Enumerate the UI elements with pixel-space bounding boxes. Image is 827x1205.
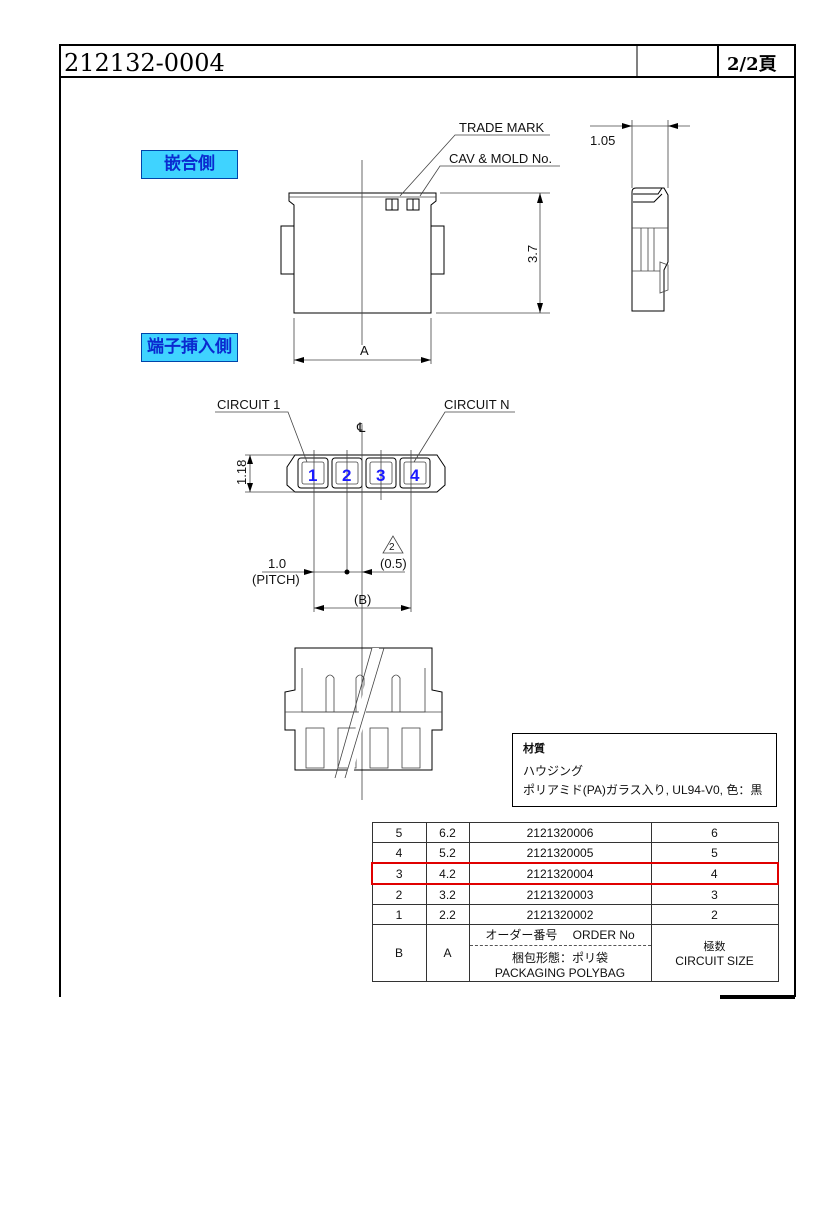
cavity-number-2: 2: [342, 466, 351, 485]
header-b: B: [371, 924, 427, 982]
table-header-row: B A オーダー番号 ORDER No 梱包形態：ポリ袋 PACKAGING P…: [371, 924, 779, 982]
table-row: 2 3.2 2121320003 3: [371, 883, 779, 905]
trade-mark-label: TRADE MARK: [459, 120, 545, 135]
front-view: [280, 134, 560, 364]
header-a: A: [425, 924, 470, 982]
end-view: [215, 411, 515, 800]
cell-order-no: 2121320006: [468, 822, 652, 843]
half-pitch: (0.5): [380, 556, 407, 571]
cell-b: 3: [371, 862, 427, 885]
cav-mold-label: CAV & MOLD No.: [449, 151, 552, 166]
bottom-view: [284, 647, 443, 779]
cell-a: 6.2: [425, 822, 470, 843]
pitch-label: (PITCH): [252, 572, 300, 587]
cell-a: 2.2: [425, 904, 470, 925]
cell-order-no: 2121320004: [468, 862, 652, 885]
dim-height: 3.7: [525, 245, 540, 263]
header-circuits-jp: 極数: [703, 941, 726, 953]
header-order: オーダー番号 ORDER No 梱包形態：ポリ袋 PACKAGING POLYB…: [468, 924, 652, 982]
dim-b: (B): [354, 592, 371, 607]
side-view: [590, 120, 690, 312]
page-number: 2/2頁: [727, 54, 777, 75]
header-packaging-jp: 梱包形態：ポリ袋: [511, 951, 608, 965]
table-row: 4 5.2 2121320005 5: [371, 842, 779, 864]
circuit-n-label: CIRCUIT N: [444, 397, 509, 412]
cell-order-no: 2121320002: [468, 904, 652, 925]
centerline-symbol: ℄: [356, 420, 366, 435]
cavity-number-1: 1: [308, 466, 317, 485]
header-packaging-en: PACKAGING POLYBAG: [494, 966, 626, 980]
cell-circuits: 6: [650, 822, 779, 843]
revision-mark: 2: [389, 542, 395, 553]
cell-order-no: 2121320005: [468, 842, 652, 864]
title-frame: [59, 44, 796, 999]
cell-a: 5.2: [425, 842, 470, 864]
drawing-number: 212132-0004: [64, 49, 225, 77]
material-part: ハウジング: [523, 764, 584, 778]
material-title: 材質: [523, 743, 545, 755]
dim-depth: 1.05: [590, 133, 615, 148]
circuit-1-label: CIRCUIT 1: [217, 397, 280, 412]
dim-1-18: 1.18: [234, 460, 249, 485]
cavity-number-4: 4: [410, 466, 420, 485]
cell-b: 4: [371, 842, 427, 864]
pitch-value: 1.0: [268, 556, 286, 571]
material-box: 材質 ハウジング ポリアミド(PA)ガラス入り, UL94-V0, 色：黒: [512, 733, 777, 807]
cell-b: 2: [371, 883, 427, 905]
table-row: 5 6.2 2121320006 6: [371, 822, 779, 843]
cell-circuits: 3: [650, 883, 779, 905]
header-order-no: オーダー番号 ORDER No: [469, 926, 651, 946]
cell-b: 5: [371, 822, 427, 843]
dim-a: A: [360, 343, 369, 358]
cell-a: 4.2: [425, 862, 470, 885]
cavity-number-3: 3: [376, 466, 385, 485]
parts-table: 5 6.2 2121320006 6 4 5.2 2121320005 5 3 …: [371, 822, 779, 982]
cell-order-no: 2121320003: [468, 883, 652, 905]
header-circuits-en: CIRCUIT SIZE: [675, 954, 754, 968]
mating-side-label: 嵌合側: [141, 150, 238, 179]
table-row: 1 2.2 2121320002 2: [371, 904, 779, 925]
material-spec: ポリアミド(PA)ガラス入り, UL94-V0, 色：黒: [523, 783, 763, 797]
cell-b: 1: [371, 904, 427, 925]
cell-circuits: 2: [650, 904, 779, 925]
cell-a: 3.2: [425, 883, 470, 905]
table-row-highlighted: 3 4.2 2121320004 4: [371, 862, 779, 885]
cell-circuits: 4: [650, 862, 779, 885]
cell-circuits: 5: [650, 842, 779, 864]
header-circuits: 極数 CIRCUIT SIZE: [650, 924, 779, 982]
terminal-insert-side-label: 端子挿入側: [141, 333, 238, 362]
